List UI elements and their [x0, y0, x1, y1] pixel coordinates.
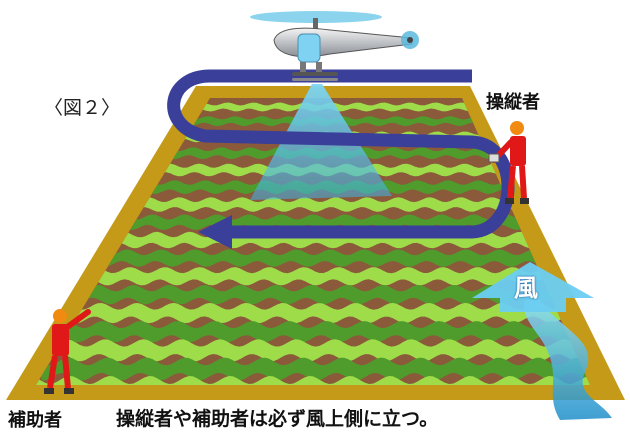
assistant-label: 補助者: [8, 410, 62, 431]
crop-row: [95, 267, 549, 286]
figure-label: 〈図２〉: [44, 97, 121, 119]
wind-label: 風: [514, 274, 538, 302]
flight-path-arrow-icon: [167, 69, 515, 239]
crop-row: [51, 339, 582, 362]
crop-row: [84, 284, 557, 305]
wind-arrow-icon: [472, 262, 594, 312]
operator-person-icon: [488, 121, 529, 204]
operator-label: 操縦者: [486, 92, 540, 113]
crop-row: [62, 321, 573, 343]
flight-path-arrowhead: [198, 215, 232, 249]
crop-row: [106, 249, 541, 267]
assistant-person-icon: [44, 309, 91, 394]
crop-row: [73, 302, 565, 324]
caption: 操縦者や補助者は必ず風上側に立つ。: [116, 408, 439, 430]
crop-row: [138, 197, 518, 212]
wind-flow: [524, 300, 612, 420]
helicopter-icon: [250, 11, 419, 81]
crop-row: [40, 357, 590, 381]
